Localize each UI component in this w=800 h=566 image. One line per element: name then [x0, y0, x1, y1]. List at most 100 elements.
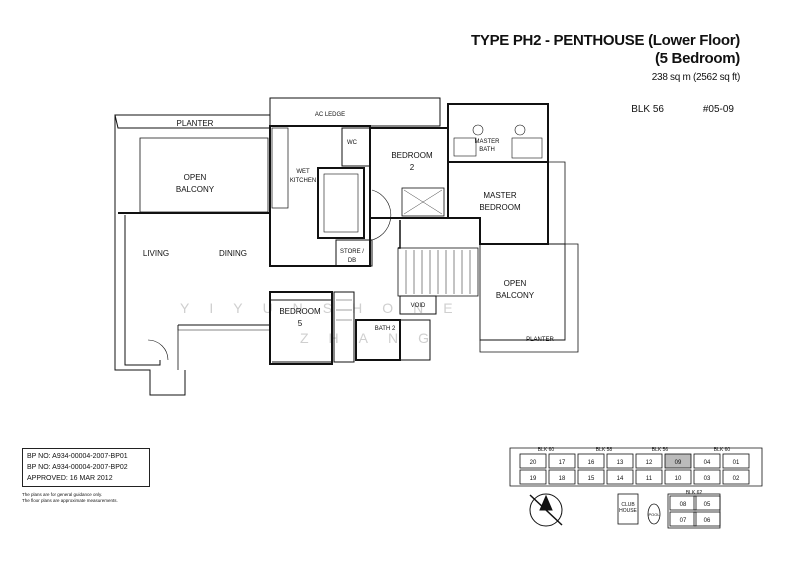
- label-store-2: DB: [348, 258, 356, 264]
- keyplan-unit-label: 16: [588, 460, 595, 466]
- keyplan-cell: [519, 469, 547, 485]
- label-living: LIVING: [143, 249, 169, 258]
- keyplan-cell: [693, 453, 721, 469]
- keyplan-unit-label: 20: [530, 460, 537, 466]
- keyplan-blk60a: BLK 60: [538, 447, 555, 453]
- keyplan-cell: [669, 495, 697, 511]
- void-box: [399, 295, 437, 315]
- label-store-1: STORE /: [340, 249, 364, 255]
- bp-number-2: BP NO: A934-00004-2007-BP02: [27, 464, 128, 471]
- keyplan-cell: [519, 453, 547, 469]
- kitchen-counter: [271, 127, 289, 209]
- label-master-bath-2: BATH: [479, 147, 495, 153]
- approval-date: APPROVED: 16 MAR 2012: [27, 475, 113, 482]
- label-bedroom-2-num: 2: [410, 163, 415, 172]
- keyplan-cell: [606, 453, 634, 469]
- plan-title: TYPE PH2 - PENTHOUSE (Lower Floor): [471, 32, 740, 49]
- bedroom-2-box: [369, 127, 449, 219]
- keyplan-cell: [606, 469, 634, 485]
- keyplan-unit-label: 13: [617, 460, 624, 466]
- keyplan-cell: [669, 511, 697, 527]
- block-number: BLK 56: [631, 104, 664, 115]
- keyplan-unit-label: 05: [704, 502, 711, 508]
- label-master-bedroom-2: BEDROOM: [479, 203, 521, 212]
- keyplan-cell: [577, 469, 605, 485]
- disclaimer-line-1: The plans are for general guidance only.: [22, 492, 103, 497]
- keyplan-cell: [577, 453, 605, 469]
- keyplan-unit-label: 08: [680, 502, 687, 508]
- plan-area: 238 sq m (2562 sq ft): [651, 72, 741, 83]
- master-bath-box: [447, 103, 549, 163]
- keyplan-pool: POOL: [648, 512, 660, 517]
- keyplan-unit-label: 15: [588, 476, 595, 482]
- bath-2-box: [355, 319, 401, 361]
- wc-box: [341, 127, 371, 167]
- kitchen-island: [317, 167, 365, 239]
- keyplan-unit-label: 09: [675, 460, 682, 466]
- keyplan-unit-label: 06: [704, 518, 711, 524]
- staircase: [397, 247, 479, 297]
- disclaimer-notes: The plans are for general guidance only.…: [22, 492, 152, 504]
- keyplan-blk56: BLK 56: [652, 447, 669, 453]
- label-wc: WC: [347, 140, 358, 146]
- kitchen-wall: [269, 125, 371, 267]
- right-balcony: [479, 243, 566, 341]
- living-lower-wall: [178, 299, 333, 363]
- label-bedroom-5: BEDROOM: [279, 307, 321, 316]
- label-planter-top: PLANTER: [177, 119, 214, 128]
- watermark-line-1: YIYUNSHONE: [180, 300, 473, 316]
- living-wall: [124, 215, 161, 366]
- keyplan-unit-label: 17: [559, 460, 566, 466]
- label-master-bath-1: MASTER: [474, 139, 500, 145]
- keyplan-cell: [693, 495, 721, 511]
- keyplan-cell: [693, 469, 721, 485]
- label-ac-ledge: AC LEDGE: [315, 112, 345, 118]
- label-bedroom-2: BEDROOM: [391, 151, 433, 160]
- keyplan-blk58: BLK 58: [596, 447, 613, 453]
- keyplan-cell: [548, 453, 576, 469]
- label-bath-2: BATH 2: [375, 326, 396, 332]
- keyplan-unit-label: 10: [675, 476, 682, 482]
- keyplan-cell: [693, 511, 721, 527]
- keyplan-club-2: HOUSE: [619, 508, 637, 514]
- keyplan-cell: [664, 469, 692, 485]
- keyplan-cell: [635, 453, 663, 469]
- label-right-balcony-1: OPEN: [504, 279, 527, 288]
- bedroom-2-wardrobe: [401, 187, 445, 217]
- keyplan-cell: [548, 469, 576, 485]
- label-wet-kitchen-1: WET: [296, 169, 310, 175]
- label-bedroom-5-num: 5: [298, 319, 303, 328]
- keyplan-unit-label: 07: [680, 518, 687, 524]
- keyplan-unit-label: 04: [704, 460, 711, 466]
- store-box: [335, 239, 373, 267]
- label-wet-kitchen-2: KITCHEN: [290, 178, 316, 184]
- keyplan-unit-label: 03: [704, 476, 711, 482]
- keyplan-unit-label: 12: [646, 460, 653, 466]
- keyplan-unit-label: 18: [559, 476, 566, 482]
- label-master-bedroom-1: MASTER: [483, 191, 517, 200]
- keyplan-cell: [722, 469, 750, 485]
- bp-number-1: BP NO: A934-00004-2007-BP01: [27, 453, 128, 460]
- label-open-balcony-2: BALCONY: [176, 185, 215, 194]
- keyplan-unit-label: 14: [617, 476, 624, 482]
- keyplan-club-1: CLUB: [621, 502, 635, 508]
- label-dining: DINING: [219, 249, 247, 258]
- keyplan-blk62: BLK 62: [686, 490, 703, 496]
- key-plan-top-row: 20 17 16 13 12 09 04 01: [519, 453, 750, 469]
- keyplan-blk60b: BLK 60: [714, 447, 731, 453]
- keyplan-cell: [635, 469, 663, 485]
- keyplan-unit-label: 11: [646, 476, 653, 482]
- keyplan-unit-label: 01: [733, 460, 740, 466]
- unit-number: #05-09: [702, 104, 734, 115]
- keyplan-cell: [664, 453, 692, 469]
- label-right-balcony-2: BALCONY: [496, 291, 535, 300]
- ac-ledge-box: [269, 97, 441, 127]
- keyplan-unit-label: 19: [530, 476, 537, 482]
- label-planter-right: PLANTER: [526, 337, 554, 343]
- approval-box: BP NO: A934-00004-2007-BP01 BP NO: A934-…: [22, 448, 150, 487]
- plan-subtitle: (5 Bedroom): [654, 50, 740, 67]
- keyplan-cell: [722, 453, 750, 469]
